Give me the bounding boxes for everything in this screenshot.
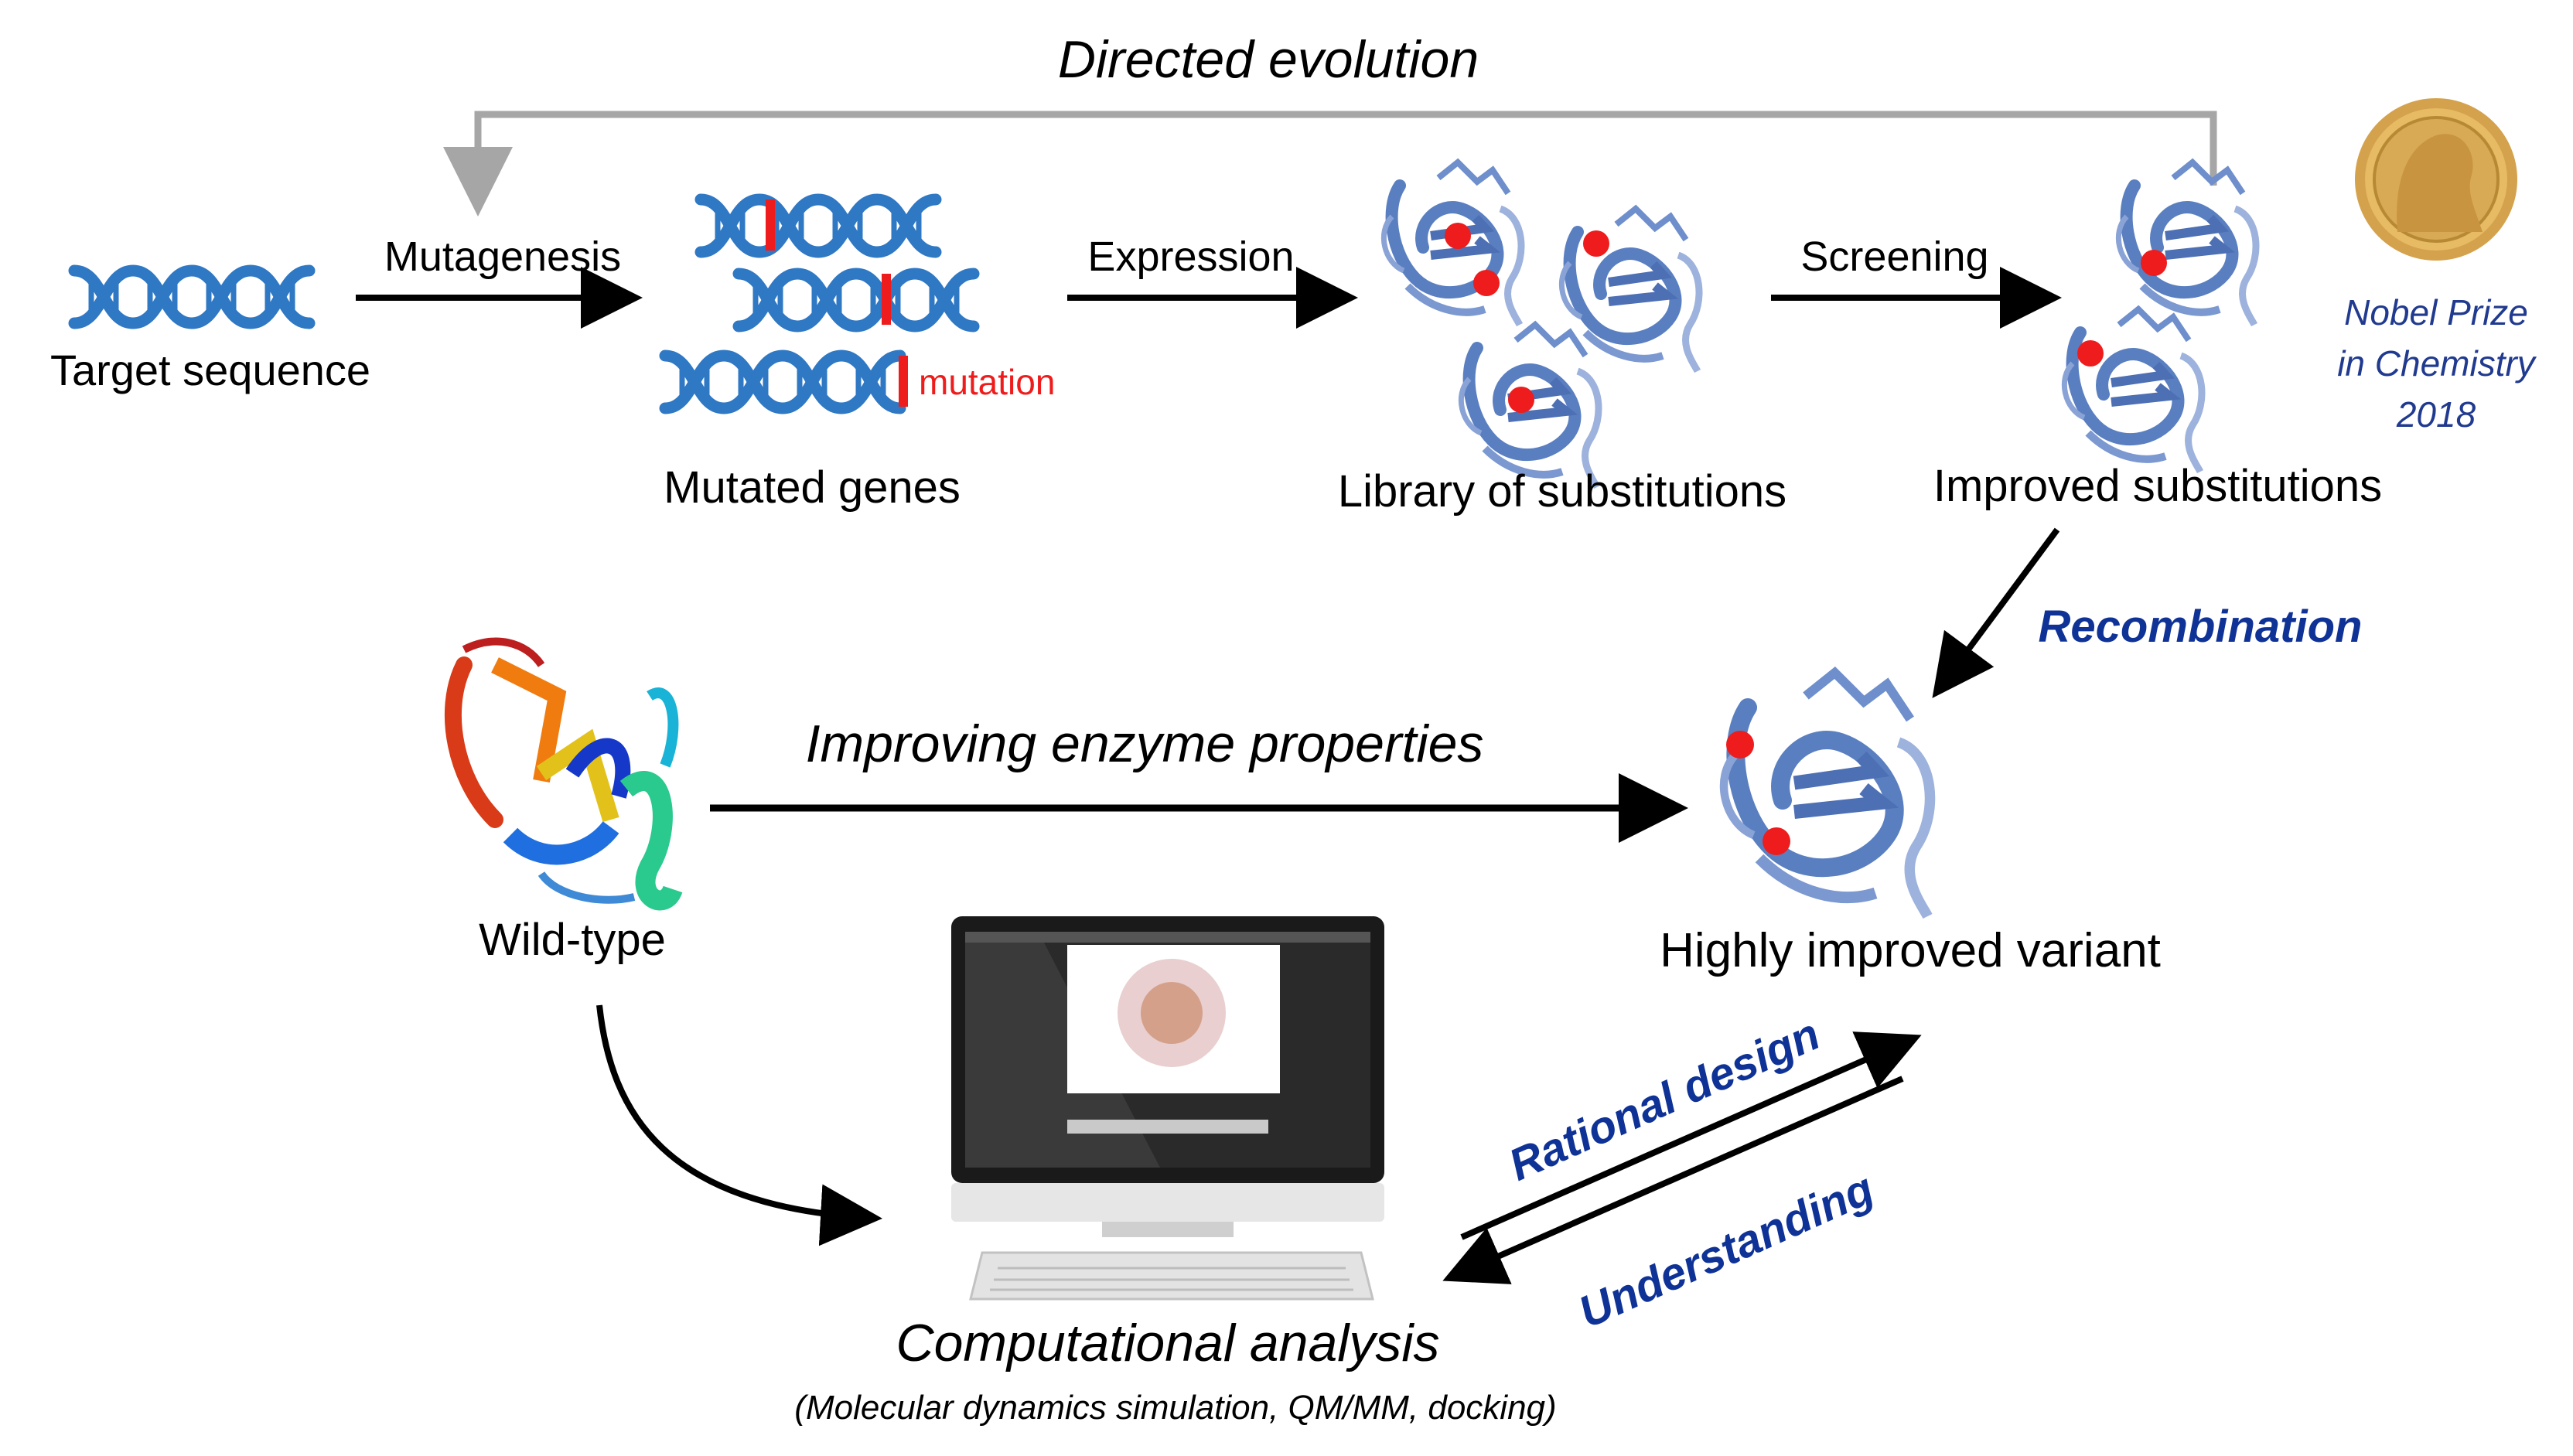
arrow-recombination bbox=[1932, 527, 2060, 698]
dna-helix-icon bbox=[701, 199, 936, 252]
nobel-medal-icon bbox=[2355, 98, 2517, 261]
label-improving: Improving enzyme properties bbox=[806, 714, 1484, 773]
mutation-marker bbox=[766, 199, 775, 251]
mutated-genes-group bbox=[665, 199, 974, 408]
label-mutated-genes: Mutated genes bbox=[664, 462, 961, 513]
label-computational-sub: (Molecular dynamics simulation, QM/MM, d… bbox=[794, 1389, 1556, 1427]
arrow-rational-design bbox=[1460, 1031, 1922, 1240]
title-directed-evolution: Directed evolution bbox=[1058, 30, 1479, 89]
label-recombination: Recombination bbox=[2039, 602, 2363, 652]
substitution-dot bbox=[1763, 827, 1790, 855]
nobel-line2: in Chemistry bbox=[2337, 343, 2537, 384]
label-computational: Computational analysis bbox=[896, 1314, 1439, 1372]
protein-ribbon-icon bbox=[2118, 162, 2256, 325]
library-proteins bbox=[1384, 162, 1699, 487]
substitution-dot bbox=[1726, 731, 1754, 759]
substitution-dot bbox=[1583, 230, 1609, 257]
feedback-loop-arrow bbox=[443, 111, 2217, 217]
nobel-line3: 2018 bbox=[2396, 394, 2476, 435]
label-variant: Highly improved variant bbox=[1660, 924, 2161, 977]
arrow-wildtype-to-computer bbox=[596, 1004, 882, 1246]
label-understanding: Understanding bbox=[1571, 1163, 1881, 1338]
label-screening: Screening bbox=[1800, 234, 1988, 280]
label-library: Library of substitutions bbox=[1338, 466, 1786, 517]
label-expression: Expression bbox=[1087, 234, 1294, 280]
arrow-understanding bbox=[1442, 1076, 1904, 1284]
label-target-sequence: Target sequence bbox=[50, 346, 370, 394]
label-improved: Improved substitutions bbox=[1933, 461, 2382, 511]
substitution-dot bbox=[1508, 387, 1534, 413]
protein-ribbon-icon bbox=[2064, 309, 2202, 472]
wild-type-protein-icon bbox=[444, 637, 683, 911]
label-mutagenesis: Mutagenesis bbox=[384, 234, 621, 280]
mutation-marker bbox=[899, 356, 908, 407]
keyboard-icon bbox=[969, 1251, 1374, 1301]
substitution-dot bbox=[1445, 223, 1471, 249]
substitution-dot bbox=[2077, 340, 2104, 367]
computer-monitor-icon bbox=[951, 916, 1384, 1237]
variant-protein bbox=[1724, 673, 1930, 916]
mutation-marker bbox=[882, 274, 891, 325]
label-mutation: mutation bbox=[919, 362, 1055, 402]
substitution-dot bbox=[1473, 270, 1500, 296]
label-wild-type: Wild-type bbox=[479, 915, 666, 965]
dna-helix-icon bbox=[74, 271, 309, 323]
substitution-dot bbox=[2141, 250, 2167, 276]
protein-ribbon-icon bbox=[1724, 673, 1930, 916]
improved-proteins bbox=[2064, 162, 2256, 472]
dna-helix-icon bbox=[739, 274, 974, 326]
nobel-line1: Nobel Prize bbox=[2344, 292, 2528, 332]
dna-helix-icon bbox=[665, 356, 900, 408]
